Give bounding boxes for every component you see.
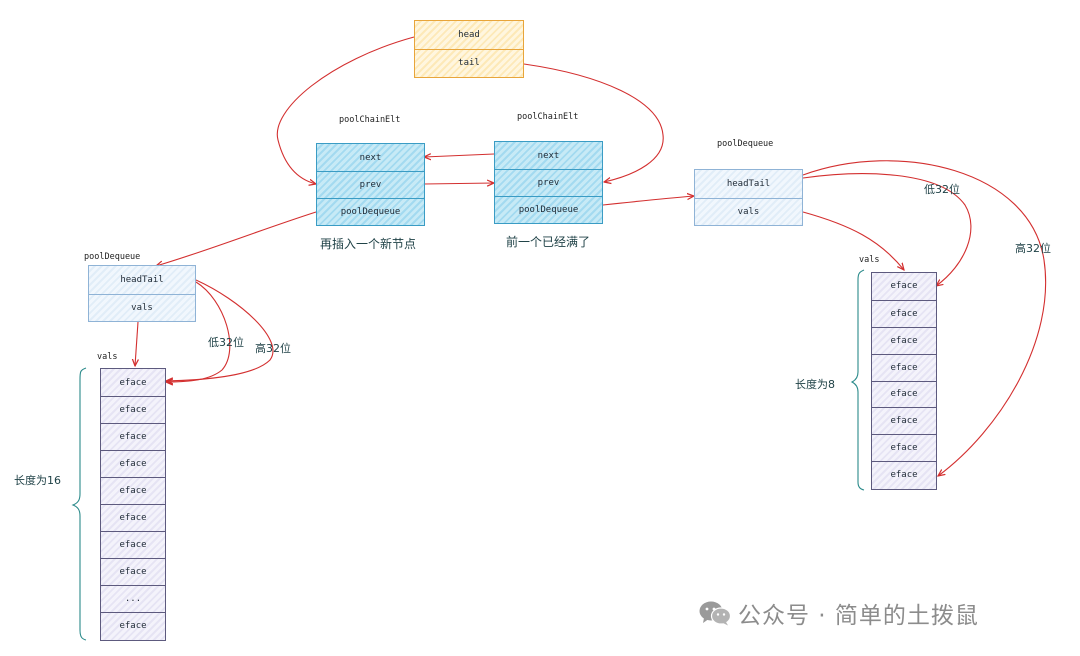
vals-array-cell: eface <box>101 504 165 531</box>
old-node-caption: 前一个已经满了 <box>506 235 591 249</box>
new-node-prev-field: prev <box>317 171 424 198</box>
braces <box>71 269 865 641</box>
arrow-head-to-new-node <box>276 36 415 184</box>
watermark: 公众号 · 简单的土拨鼠 <box>698 596 979 630</box>
left-low-bits-label: 低32位 <box>208 336 244 349</box>
vals-array-cell: eface <box>872 407 936 434</box>
old-node-type-label: poolChainElt <box>517 112 579 122</box>
new-node-deque-field: poolDequeue <box>317 198 424 224</box>
vals-array-cell: eface <box>101 450 165 477</box>
arrow-new-deque-to-left <box>156 211 317 266</box>
arrow-left-low <box>166 281 231 382</box>
old-node-next-field: next <box>537 150 560 161</box>
left-pool-dequeue: headTail vals <box>88 265 196 322</box>
vals-array-cell: eface <box>101 612 165 639</box>
right-length-label: 长度为8 <box>795 378 835 391</box>
tail-field: tail <box>415 49 523 76</box>
vals-array-cell: eface <box>101 396 165 423</box>
left-high-bits-label: 高32位 <box>255 342 291 355</box>
arrow-right-vals <box>802 211 904 270</box>
arrows <box>135 36 1047 476</box>
new-chain-node: next prev poolDequeue <box>316 143 425 226</box>
right-length-brace <box>850 269 865 491</box>
vals-array-cell: eface <box>101 531 165 558</box>
left-headtail-field: headTail <box>120 275 164 285</box>
arrow-new-prev-to-old <box>423 183 494 184</box>
head-field: head <box>458 30 480 40</box>
head-tail-node: head tail <box>414 20 524 78</box>
left-length-label: 长度为16 <box>14 474 61 487</box>
right-pool-dequeue: headTail vals <box>694 169 803 226</box>
vals-array-cell: eface <box>119 377 147 388</box>
vals-array-cell: eface <box>872 461 936 488</box>
arrow-left-high <box>166 279 274 381</box>
arrow-tail-to-old-node <box>523 63 664 182</box>
right-vals-field: vals <box>695 198 802 224</box>
vals-array-cell: eface <box>872 380 936 408</box>
left-vals-label: vals <box>97 352 118 362</box>
arrow-right-high <box>802 160 1047 476</box>
vals-array-cell: eface <box>872 326 936 354</box>
vals-array-cell: eface <box>890 281 918 292</box>
left-vals-field: vals <box>89 294 195 320</box>
old-node-deque-field: poolDequeue <box>495 196 602 222</box>
right-headtail-field: headTail <box>726 179 771 189</box>
vals-array-cell: eface <box>101 477 165 504</box>
left-length-brace <box>71 367 87 641</box>
vals-array-cell: eface <box>101 423 165 450</box>
arrow-old-next-to-new <box>424 154 495 157</box>
watermark-text: 公众号 · 简单的土拨鼠 <box>738 603 979 629</box>
vals-array-cell: eface <box>872 353 936 381</box>
old-chain-node: next prev poolDequeue <box>494 141 603 224</box>
arrow-left-vals <box>135 321 138 366</box>
arrow-old-deque-to-right <box>602 196 694 206</box>
vals-array-cell: eface <box>872 299 936 327</box>
left-deque-type-label: poolDequeue <box>84 252 141 262</box>
right-vals-label: vals <box>859 255 880 265</box>
old-node-prev-field: prev <box>495 169 602 196</box>
new-node-caption: 再插入一个新节点 <box>320 237 417 251</box>
new-node-next-field: next <box>359 152 382 163</box>
new-node-type-label: poolChainElt <box>339 115 401 125</box>
vals-array-cell: eface <box>872 434 936 461</box>
wechat-icon <box>699 601 732 626</box>
arrow-right-low <box>802 173 972 286</box>
vals-array-cell: eface <box>101 558 165 585</box>
right-deque-type-label: poolDequeue <box>717 139 774 149</box>
vals-array-cell: ... <box>101 585 165 612</box>
right-low-bits-label: 低32位 <box>924 183 960 196</box>
right-high-bits-label: 高32位 <box>1015 242 1051 255</box>
